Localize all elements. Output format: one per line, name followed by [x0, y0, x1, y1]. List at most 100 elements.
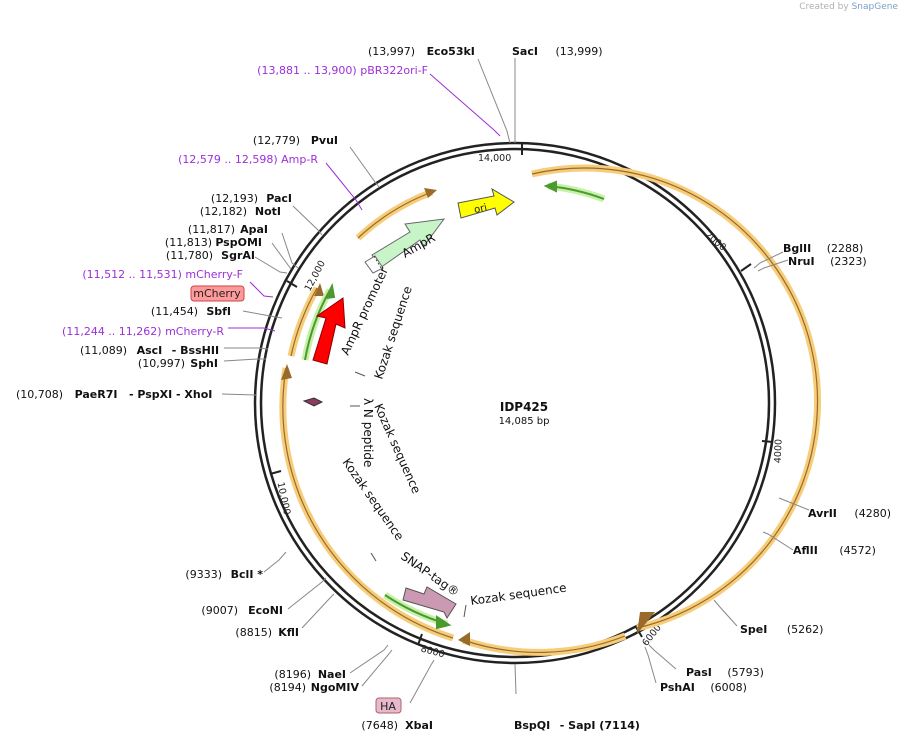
- svg-text:AvrII (4280): AvrII (4280): [808, 507, 891, 520]
- site-name-pshai: PshAI: [660, 681, 695, 694]
- site-name-ngomiv: NgoMIV: [311, 681, 360, 694]
- kozak-2-label: Kozak sequence: [371, 402, 423, 496]
- site-name-avrii: AvrII: [808, 507, 837, 520]
- mcherry-box: [190, 285, 245, 302]
- site-name-sbfi: SbfI: [206, 305, 231, 318]
- site-pos-ngomiv: (8194): [269, 681, 306, 694]
- site-name-xbai: XbaI: [405, 719, 433, 732]
- mcherry-arrow: [312, 297, 346, 365]
- ampr-arrow: [371, 218, 446, 269]
- svg-text:AflII (4572): AflII (4572): [793, 544, 876, 557]
- tick-12000: [286, 280, 298, 288]
- kozak-1-label: Kozak sequence: [372, 284, 415, 380]
- svg-text:BglII (2288): BglII (2288): [783, 242, 863, 255]
- snap-tag-arrow: [402, 586, 457, 620]
- site-name-kfli: KflI: [278, 626, 299, 639]
- site-pos-xbai: (7648): [361, 719, 398, 732]
- ampr-promoter-arrow: [364, 255, 384, 274]
- site-pos-sphi: (10,997): [138, 357, 185, 370]
- site-name-aflii: AflII: [793, 544, 818, 557]
- site-pos-pspomi: (11,813): [165, 236, 212, 249]
- feature-arrows: ori: [302, 187, 515, 620]
- svg-text:(11,089) AscI - Bs: (11,089) AscI - BssHII: [80, 344, 219, 357]
- credit-prefix: Created by: [799, 2, 849, 12]
- site-name-sapi: - SapI (7114): [560, 719, 640, 732]
- site-pos-saci: (13,999): [555, 45, 602, 58]
- primer-arcs: [301, 180, 606, 630]
- site-name-paci: PacI: [266, 192, 292, 205]
- primer-labels: (13,881 .. 13,900) pBR322ori-F (12,579 .…: [62, 64, 428, 338]
- site-name-bsshii: - BssHII: [172, 344, 219, 357]
- kozak-ticks: [350, 371, 467, 618]
- site-pos-avrii: (4280): [854, 507, 891, 520]
- site-name-sgrai: SgrAI: [221, 249, 255, 262]
- site-pos-asci: (11,089): [80, 344, 127, 357]
- site-pos-bglii: (2288): [827, 242, 864, 255]
- site-pos-bcli: (9333): [185, 568, 222, 581]
- kozak-4-label: Kozak sequence: [469, 581, 567, 608]
- site-name-pspomi: PspOMI: [215, 236, 262, 249]
- tick-2000: [740, 263, 752, 272]
- site-name-pspxi-xhoi: - PspXI - XhoI: [129, 388, 212, 401]
- plasmid-name: IDP425: [500, 400, 548, 414]
- svg-text:PasI (5793): PasI (5793): [686, 666, 764, 679]
- site-name-sphi: SphI: [190, 357, 218, 370]
- backbone-inner: [259, 147, 771, 659]
- kozak-3-label: Kozak sequence: [340, 456, 407, 543]
- site-pos-aflii: (4572): [839, 544, 876, 557]
- site-pos-pasi: (5793): [727, 666, 764, 679]
- ha-box-label: HA: [380, 700, 396, 713]
- site-name-naei: NaeI: [318, 668, 346, 681]
- ori-arrow: [457, 187, 515, 219]
- site-pos-apai: (11,817): [188, 223, 235, 236]
- site-name-bspqi: BspQI: [514, 719, 550, 732]
- tick-10000: [269, 470, 282, 475]
- primer-mcherry-r: (11,244 .. 11,262) mCherry-R: [62, 325, 224, 338]
- site-name-noti: NotI: [255, 205, 281, 218]
- site-pos-noti: (12,182): [200, 205, 247, 218]
- site-pos-kfli: (8815): [235, 626, 272, 639]
- site-pos-pshai: (6008): [710, 681, 747, 694]
- site-pos-spei: (5262): [787, 623, 824, 636]
- tick-marks: [269, 143, 774, 646]
- ha-box: [375, 697, 402, 714]
- site-pos-nrui: (2323): [830, 255, 867, 268]
- site-name-bcli: BclI *: [231, 568, 264, 581]
- site-pos-paer7i: (10,708): [16, 388, 63, 401]
- site-labels: (13,997) Eco53kI SacI (13,999) PvuI (12,…: [16, 45, 891, 732]
- svg-text:NruI (2323): NruI (2323): [788, 255, 867, 268]
- primer-pbr322ori-f: (13,881 .. 13,900) pBR322ori-F: [257, 64, 428, 77]
- snapgene-credit: Created by SnapGene: [799, 2, 898, 12]
- site-pos-naei: (8196): [274, 668, 311, 681]
- boxed-features: mCherry HA: [190, 285, 402, 714]
- tick-8000: [417, 633, 423, 646]
- svg-text:(10,708) PaeR7I -: (10,708) PaeR7I - PspXI - XhoI: [16, 388, 212, 401]
- site-pos-pvui: (12,779): [253, 134, 300, 147]
- site-name-nrui: NruI: [788, 255, 815, 268]
- plasmid-size: 14,085 bp: [499, 416, 550, 427]
- site-leaders: [221, 58, 810, 704]
- svg-text:BspQI - SapI (7114): BspQI - SapI (7114): [514, 719, 640, 732]
- site-name-pasi: PasI: [686, 666, 712, 679]
- site-name-econi: EcoNI: [248, 604, 283, 617]
- site-name-saci: SacI: [512, 45, 538, 58]
- site-pos-paci: (12,193): [211, 192, 258, 205]
- site-pos-sbfi: (11,454): [151, 305, 198, 318]
- credit-brand: SnapGene: [851, 2, 898, 12]
- primer-mcherry-f: (11,512 .. 11,531) mCherry-F: [82, 268, 243, 281]
- site-name-paer7i: PaeR7I: [75, 388, 118, 401]
- site-pos-sgrai: (11,780): [166, 249, 213, 262]
- site-name-apai: ApaI: [240, 223, 268, 236]
- site-name-pvui: PvuI: [311, 134, 338, 147]
- svg-text:PshAI (6008): PshAI (6008): [660, 681, 747, 694]
- site-pos-eco53ki: (13,997): [368, 45, 415, 58]
- site-name-bglii: BglII: [783, 242, 811, 255]
- svg-text:SacI (13,999): SacI (13,999): [512, 45, 603, 58]
- svg-text:SpeI (5262): SpeI (5262): [740, 623, 823, 636]
- primer-amp-r: (12,579 .. 12,598) Amp-R: [178, 153, 318, 166]
- site-name-eco53ki: Eco53kI: [427, 45, 475, 58]
- tick-4000: [761, 440, 774, 443]
- ori-label: ori: [473, 202, 488, 216]
- tick-label-4000: 4000: [773, 439, 785, 464]
